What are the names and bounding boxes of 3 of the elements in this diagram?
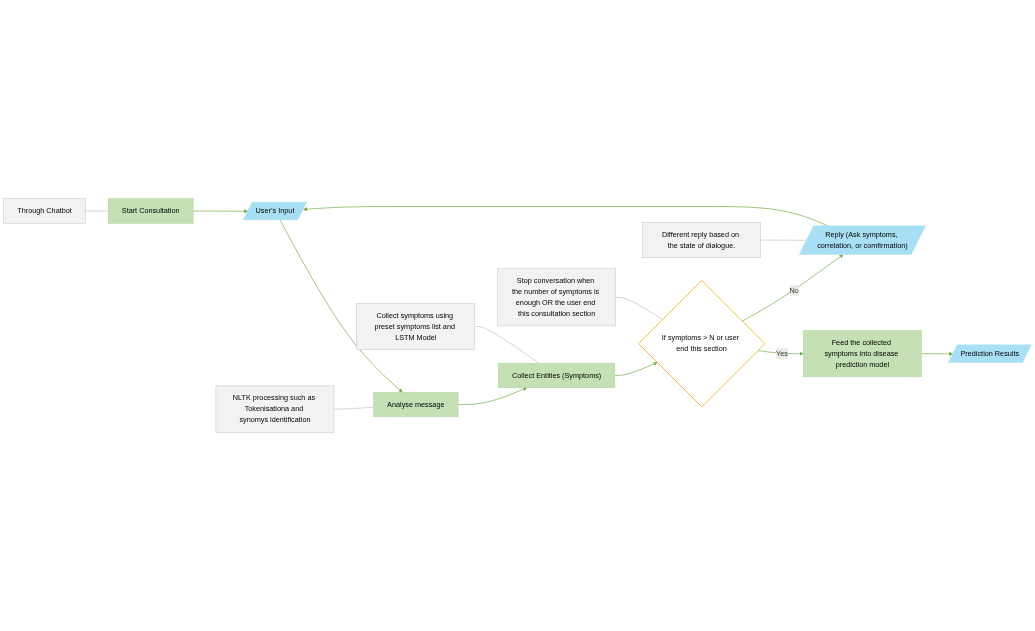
connector: [333, 406, 374, 410]
connector: [615, 297, 663, 320]
connector: [474, 326, 540, 364]
